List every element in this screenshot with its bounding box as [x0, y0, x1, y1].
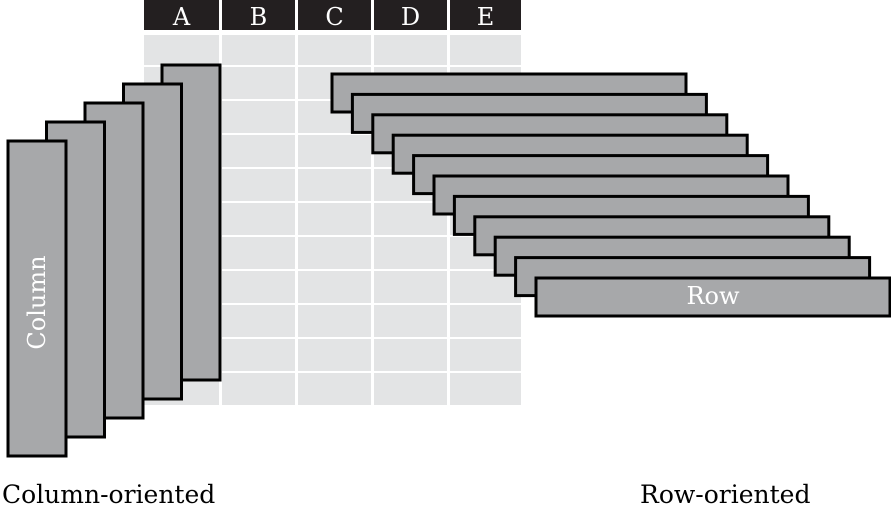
- column-oriented-caption: Column-oriented: [2, 480, 216, 509]
- column-header-c: [298, 0, 371, 30]
- row-oriented-caption: Row-oriented: [640, 480, 811, 509]
- grid-cell: [222, 35, 295, 65]
- grid-cell: [374, 305, 447, 337]
- grid-cell: [298, 237, 371, 269]
- grid-cell: [298, 339, 371, 371]
- grid-cell: [298, 271, 371, 303]
- column-header-d: [374, 0, 447, 30]
- row-slab: [534, 276, 891, 318]
- grid-cell: [450, 35, 521, 65]
- grid-cell: [298, 373, 371, 405]
- grid-cell: [374, 35, 447, 65]
- column-header-b: [222, 0, 295, 30]
- column-header-a: [144, 0, 219, 30]
- grid-cell: [298, 203, 371, 235]
- column-header-label: D: [401, 3, 420, 31]
- column-oriented-slabs: Column: [6, 63, 222, 458]
- grid-cell: [222, 237, 295, 269]
- grid-cell: [450, 305, 521, 337]
- grid-cell: [374, 339, 447, 371]
- grid-cell: [450, 373, 521, 405]
- grid-cell: [374, 237, 447, 269]
- grid-cell: [222, 203, 295, 235]
- column-slab: [6, 139, 68, 458]
- column-header-label: C: [325, 3, 343, 31]
- grid-cell: [222, 101, 295, 133]
- grid-cell: [374, 373, 447, 405]
- grid-cell: [222, 305, 295, 337]
- grid-cell: [222, 135, 295, 167]
- spreadsheet-grid: A B C D E: [144, 0, 521, 405]
- grid-cell: [222, 339, 295, 371]
- grid-cell: [222, 169, 295, 201]
- column-slab-label: Column: [23, 255, 51, 349]
- grid-cell: [222, 373, 295, 405]
- row-slab-label: Row: [686, 282, 740, 310]
- grid-cell: [144, 35, 219, 65]
- column-header-e: [450, 0, 521, 30]
- grid-cell: [298, 35, 371, 65]
- grid-cell: [298, 135, 371, 167]
- grid-cell: [298, 169, 371, 201]
- grid-cell: [298, 305, 371, 337]
- grid-cell: [222, 271, 295, 303]
- column-header-label: E: [477, 3, 495, 31]
- grid-cell: [374, 271, 447, 303]
- column-header-label: A: [172, 3, 191, 31]
- column-header-label: B: [250, 3, 268, 31]
- grid-cell: [450, 339, 521, 371]
- grid-cell: [222, 67, 295, 99]
- row-oriented-slabs: Row: [330, 72, 891, 318]
